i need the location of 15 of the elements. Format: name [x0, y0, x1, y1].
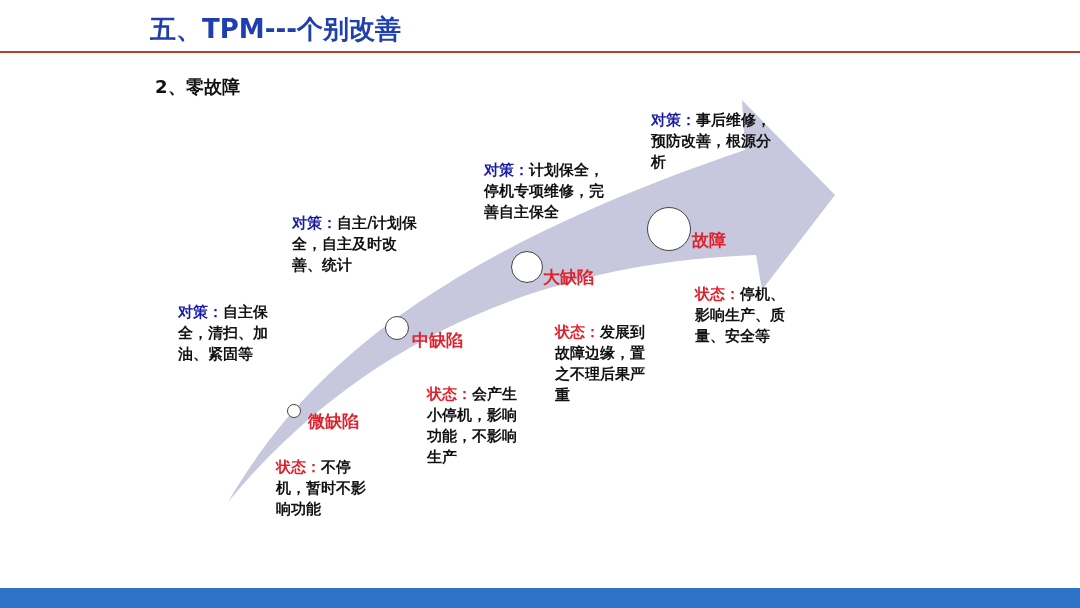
- countermeasure-note: 对策：计划保全，停机专项维修，完善自主保全: [484, 160, 605, 223]
- marker-circle: [287, 404, 301, 418]
- countermeasure-note: 对策：事后维修，预防改善，根源分析: [651, 110, 772, 173]
- subtitle: 2、零故障: [155, 76, 240, 97]
- state-note: 状态：发展到故障边缘，置之不理后果严重: [555, 322, 646, 406]
- countermeasure-note: 对策：自主/计划保全，自主及时改善、统计: [292, 213, 419, 276]
- state-note: 状态：会产生小停机，影响功能，不影响生产: [427, 384, 518, 468]
- stage-label: 大缺陷: [543, 266, 594, 289]
- stage-label: 微缺陷: [308, 410, 359, 433]
- countermeasure-note: 对策：自主保全，清扫、加油、紧固等: [178, 302, 269, 365]
- stage-label: 故障: [692, 229, 726, 252]
- state-note: 状态：停机、影响生产、质量、安全等: [695, 284, 786, 347]
- state-note: 状态：不停机，暂时不影响功能: [276, 457, 367, 520]
- slide-title: 五、TPM---个别改善: [150, 13, 402, 46]
- stage-label: 中缺陷: [412, 329, 463, 352]
